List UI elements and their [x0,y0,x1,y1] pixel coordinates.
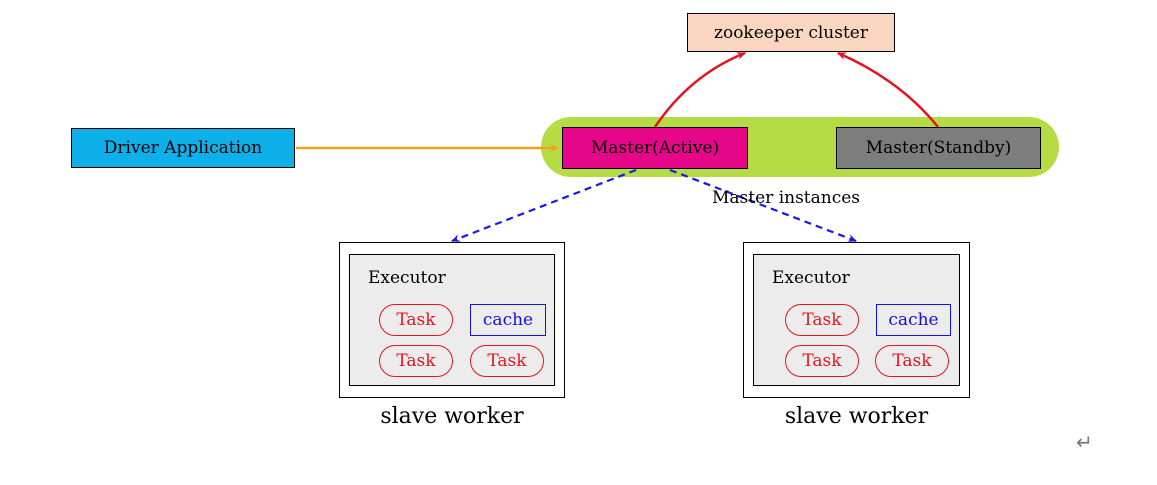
cache-box: cache [876,304,951,336]
master-standby-label: Master(Standby) [865,138,1012,158]
master-standby-node: Master(Standby) [836,127,1041,169]
worker-caption: slave worker [380,404,524,429]
master-to-worker-right-arrow [669,168,857,243]
zookeeper-cluster-node: zookeeper cluster [687,13,895,52]
driver-application-label: Driver Application [103,138,263,158]
paragraph-return-icon: ↵ [1076,430,1093,454]
worker-caption: slave worker [784,404,929,429]
slave-worker-box: Executor Task cache Task Task [743,242,970,398]
task-badge: Task [875,345,949,377]
executor-label: Executor [368,268,446,288]
master-active-node: Master(Active) [562,127,748,169]
task-badge: Task [379,304,453,336]
executor-box: Executor Task cache Task Task [753,254,960,386]
task-badge: Task [470,345,544,377]
master-to-worker-left-arrow [451,168,637,243]
executor-box: Executor Task cache Task Task [349,254,555,386]
active-to-zookeeper-arrow [653,51,746,128]
task-badge: Task [379,345,453,377]
driver-application-node: Driver Application [71,128,295,168]
slave-worker-box: Executor Task cache Task Task [339,242,565,398]
task-badge: Task [785,304,859,336]
zookeeper-cluster-label: zookeeper cluster [714,22,868,43]
cache-box: cache [470,304,546,336]
task-badge: Task [785,345,859,377]
standby-to-zookeeper-arrow [837,51,939,128]
master-active-label: Master(Active) [590,138,720,158]
executor-label: Executor [772,268,850,288]
master-instances-label: Master instances [712,188,861,208]
